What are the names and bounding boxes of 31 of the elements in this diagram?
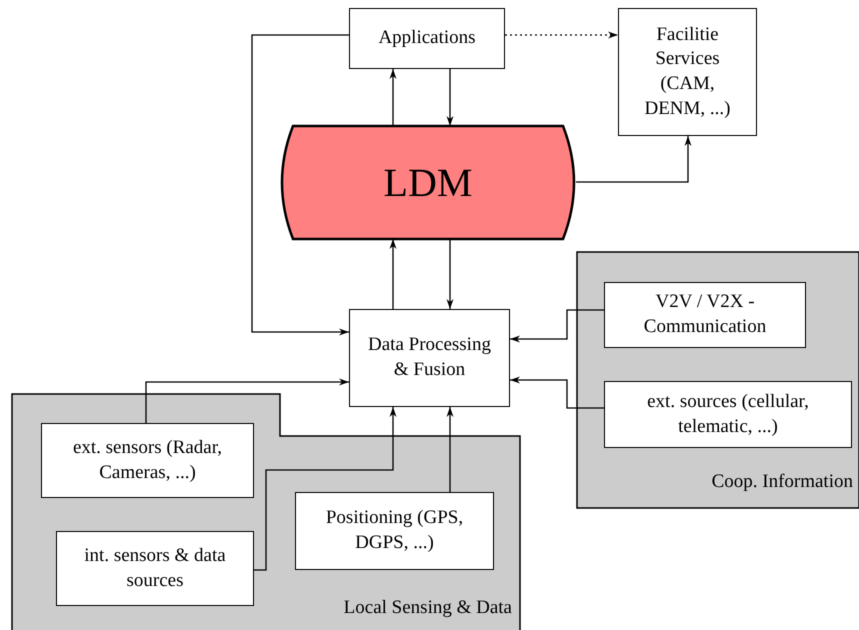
arrow [576,136,692,183]
dotted-arrow [505,32,618,38]
arrow [390,239,396,309]
node-label: int. sensors & data sources [83,544,227,592]
process-box [349,8,505,69]
process-box [604,381,852,448]
node-label: Facilitie Services (CAM, DENM, ...) [643,22,732,121]
group-label: Coop. Information [712,471,853,494]
arrow [446,69,454,126]
process-box [295,492,494,570]
group-label: Local Sensing & Data [344,597,512,620]
arrow [446,239,454,309]
process-box [349,309,510,407]
node-label: Positioning (GPS, DGPS, ...) [324,506,464,555]
arrow [254,407,396,571]
node-label: LDM [384,158,472,206]
node-label: ext. sensors (Radar, Cameras, ...) [72,436,224,484]
process-box [41,423,254,498]
node-label: Data Processing & Fusion [367,333,492,382]
process-box [56,531,254,606]
process-box [618,8,757,136]
process-box [604,282,806,348]
arrow [390,69,396,126]
arrow [510,309,604,342]
arrow [510,376,604,409]
node-label: V2V / V2X - Communication [642,290,768,339]
arrow [251,34,349,336]
arrow [446,407,454,492]
node-label: ext. sources (cellular, telematic, ...) [646,390,810,438]
node-label: Applications [378,26,476,50]
arrow [145,378,349,423]
